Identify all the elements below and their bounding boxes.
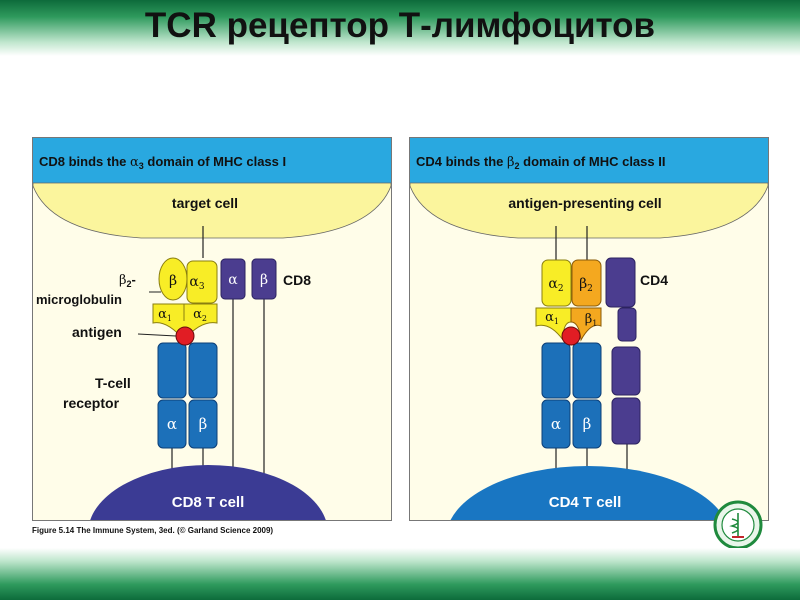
tcr-alpha-label: α [551,415,561,433]
cd4-domain-d1 [606,258,635,307]
cd4-t-cell [446,466,730,520]
footer-bar [0,548,800,600]
microglobulin-label: microglobulin [36,292,122,307]
cd4-domain-d2 [618,308,636,341]
tcr-alpha-variable [158,343,186,398]
cd4-domain-d3 [612,347,640,395]
apc-label: antigen-presenting cell [508,195,661,211]
tcr-beta-variable [189,343,217,398]
target-cell-label: target cell [172,195,238,211]
cd8-t-cell-label: CD8 T cell [172,494,245,511]
cd8-alpha-label: α [228,272,238,288]
tcr-label-line1: T-cell [95,375,131,391]
antigen-pointer [138,334,176,336]
cd4-banner-text: CD4 binds the β2 domain of MHC class II [416,154,665,171]
cd8-label: CD8 [283,272,311,288]
beta2m-label-text: β2- [119,272,136,289]
antigen-peptide [176,327,194,345]
tcr-beta-label: β [583,415,592,433]
antigen-label: antigen [72,324,122,340]
tcr-alpha-variable [542,343,570,398]
university-emblem [713,500,763,550]
tcr-alpha-label: α [167,415,177,433]
slide-title: TCR рецептор Т-лимфоцитов [0,6,800,46]
cd8-t-cell [88,465,328,520]
cd8-panel: CD8 binds the α3 domain of MHC class I t… [32,137,392,521]
tcr-beta-label: β [199,415,208,433]
cd4-t-cell-label: CD4 T cell [549,494,622,511]
cd8-beta-label: β [260,272,268,288]
tcr-beta-variable [573,343,601,398]
cd8-banner-text: CD8 binds the α3 domain of MHC class I [39,154,286,171]
figure-caption: Figure 5.14 The Immune System, 3ed. (© G… [32,526,273,535]
antigen-peptide [562,327,580,345]
cd4-label: CD4 [640,272,668,288]
beta2m-label: β [169,273,177,289]
cd4-domain-d4 [612,398,640,444]
tcr-label-line2: receptor [63,395,120,411]
cd4-panel: CD4 binds the β2 domain of MHC class II … [409,137,769,521]
